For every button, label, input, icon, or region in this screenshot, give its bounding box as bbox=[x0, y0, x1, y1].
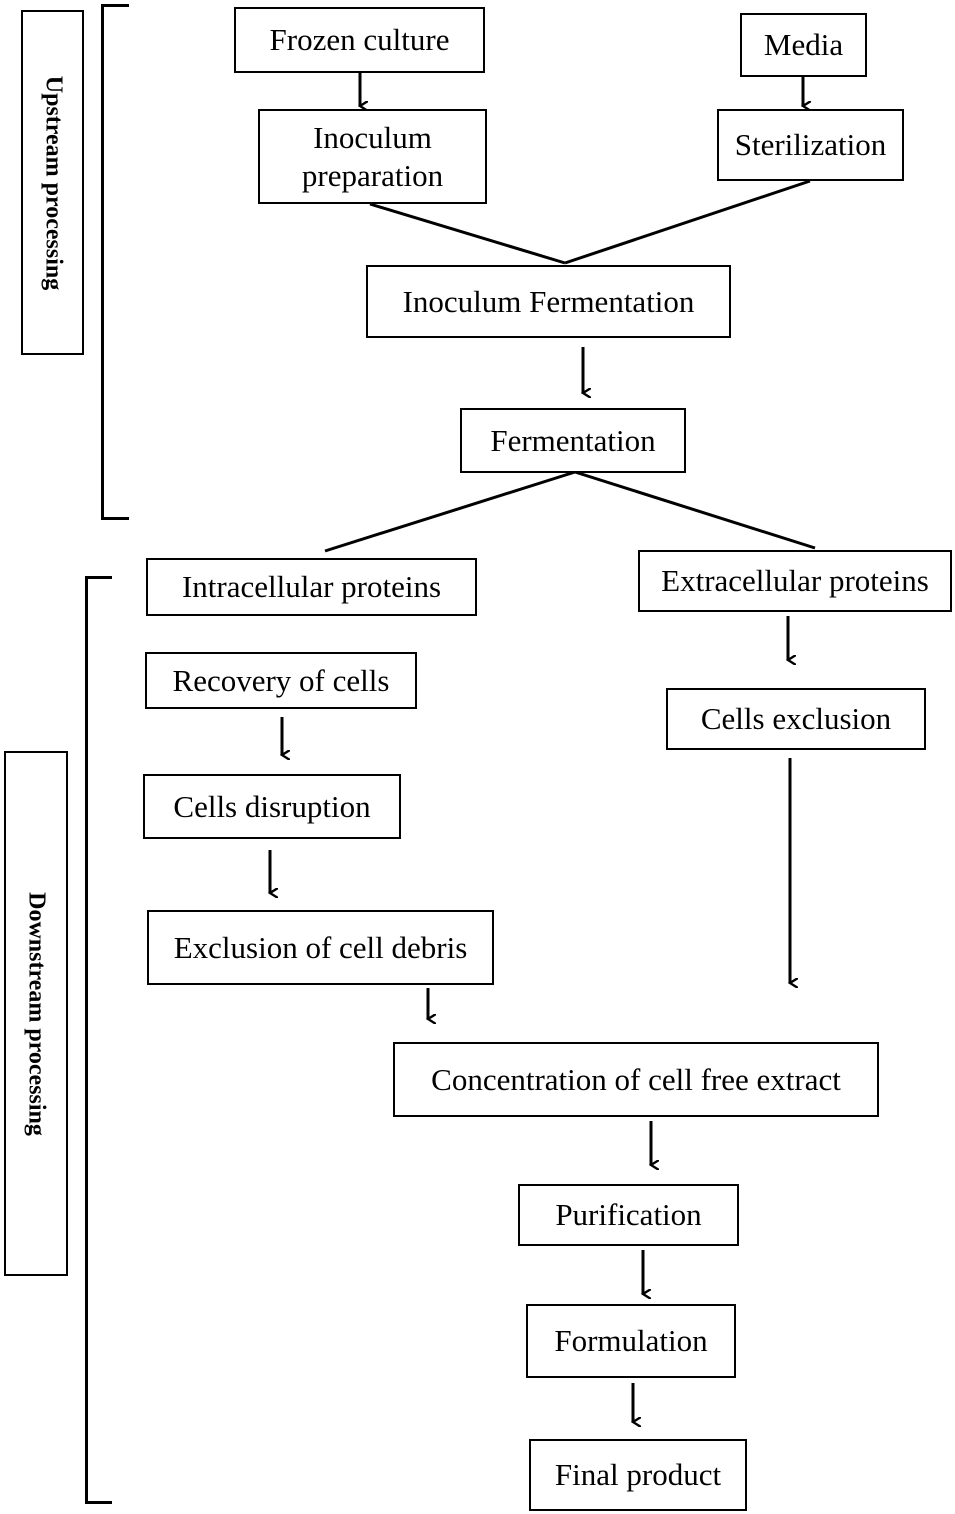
sterilization-box: Sterilization bbox=[717, 109, 904, 181]
exclusion-of-cell-debris-label: Exclusion of cell debris bbox=[173, 929, 468, 965]
concentration-box: Concentration of cell free extract bbox=[393, 1042, 879, 1117]
frozen-culture-label: Frozen culture bbox=[269, 22, 450, 57]
inoculum-fermentation-label: Inoculum Fermentation bbox=[402, 283, 695, 319]
fermentation-box: Fermentation bbox=[460, 408, 686, 473]
cells-exclusion-label: Cells exclusion bbox=[700, 701, 892, 736]
cells-exclusion-box: Cells exclusion bbox=[666, 688, 926, 750]
extracellular-proteins-label: Extracellular proteins bbox=[661, 563, 929, 598]
line-fermentation-to-extracellular bbox=[574, 470, 816, 550]
downstream-phase-label: Downstream processing bbox=[4, 751, 68, 1276]
extracellular-proteins-box: Extracellular proteins bbox=[638, 550, 952, 612]
fermentation-label: Fermentation bbox=[490, 422, 656, 458]
cells-disruption-label: Cells disruption bbox=[173, 788, 371, 824]
final-product-label: Final product bbox=[554, 1457, 722, 1492]
formulation-box: Formulation bbox=[526, 1304, 736, 1378]
media-box: Media bbox=[740, 13, 867, 77]
inoculum-preparation-box: Inoculum preparation bbox=[258, 109, 487, 204]
cells-disruption-box: Cells disruption bbox=[143, 774, 401, 839]
upstream-bracket bbox=[101, 4, 129, 520]
intracellular-proteins-box: Intracellular proteins bbox=[146, 558, 477, 616]
recovery-of-cells-label: Recovery of cells bbox=[172, 662, 390, 698]
downstream-phase-text: Downstream processing bbox=[23, 891, 50, 1136]
final-product-box: Final product bbox=[529, 1439, 747, 1511]
line-sterilization-to-merge bbox=[564, 179, 811, 265]
recovery-of-cells-box: Recovery of cells bbox=[145, 652, 417, 709]
upstream-phase-text: Upstream processing bbox=[40, 75, 66, 290]
frozen-culture-box: Frozen culture bbox=[234, 7, 485, 73]
inoculum-preparation-label-line1: Inoculum bbox=[313, 119, 432, 155]
line-inoculum-to-merge bbox=[369, 202, 566, 265]
sterilization-label: Sterilization bbox=[734, 127, 887, 162]
inoculum-preparation-label-line2: preparation bbox=[301, 157, 444, 193]
purification-box: Purification bbox=[518, 1184, 739, 1246]
purification-label: Purification bbox=[555, 1197, 702, 1232]
upstream-phase-label: Upstream processing bbox=[21, 10, 84, 355]
downstream-bracket bbox=[85, 576, 112, 1504]
intracellular-proteins-label: Intracellular proteins bbox=[181, 569, 442, 604]
concentration-label: Concentration of cell free extract bbox=[431, 1061, 841, 1097]
media-label: Media bbox=[763, 27, 844, 62]
exclusion-of-cell-debris-box: Exclusion of cell debris bbox=[147, 910, 494, 985]
line-fermentation-to-intracellular bbox=[324, 470, 576, 553]
formulation-label: Formulation bbox=[554, 1323, 708, 1358]
inoculum-fermentation-box: Inoculum Fermentation bbox=[366, 265, 731, 338]
